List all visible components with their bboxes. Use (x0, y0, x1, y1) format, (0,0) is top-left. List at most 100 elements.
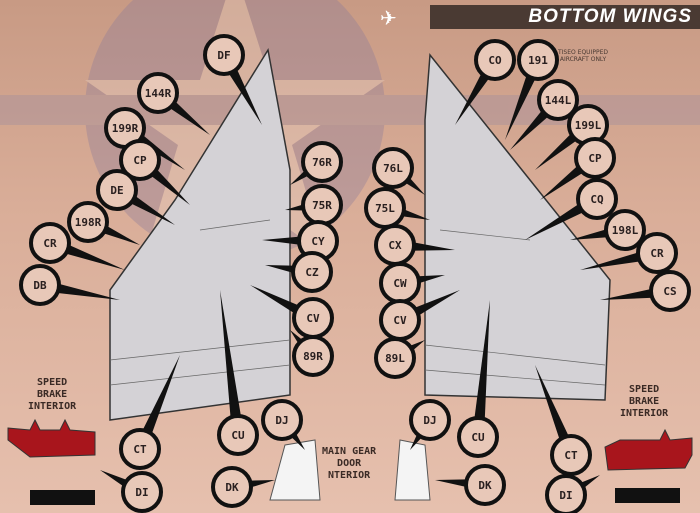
callout-circle (19, 264, 61, 306)
callout-label: CR (650, 247, 664, 260)
callout-circle (203, 34, 245, 76)
callout-circle (121, 471, 163, 513)
callout-label: DI (559, 489, 572, 502)
callout-label: 198R (75, 216, 102, 229)
callout-right-dj: DJ (409, 399, 451, 450)
caption-line: SPEED (37, 377, 68, 388)
callout-left-de: DE (96, 169, 175, 225)
callout-circle (464, 464, 506, 506)
callout-right-cp: CP (540, 137, 616, 200)
callout-label: CW (393, 277, 407, 290)
callout-circle (574, 137, 616, 179)
callout-label: 199L (575, 119, 602, 132)
callout-left-dj: DJ (261, 399, 305, 450)
callout-label: CR (43, 237, 57, 250)
left-wing (109, 47, 291, 421)
caption-line: NTERIOR (328, 470, 371, 481)
callout-circle (474, 39, 516, 81)
callout-right-co: CO (455, 39, 516, 125)
callout-label: 144L (545, 94, 572, 107)
callout-circle (576, 178, 618, 220)
decal-text-block-left (30, 490, 95, 505)
callout-right-cv: CV (379, 290, 460, 341)
callout-pointer (134, 355, 180, 452)
callout-right-cu: CU (457, 300, 499, 458)
callout-right-cr: CR (580, 232, 678, 274)
tiseo-note: TISEO EQUIPPED AIRCRAFT ONLY (558, 49, 608, 63)
callout-right-144l: 144L (510, 79, 579, 150)
callout-pointer (472, 300, 490, 438)
callout-circle (374, 337, 416, 379)
callout-left-db: DB (19, 264, 120, 306)
callout-label: CP (133, 154, 147, 167)
callout-circle (292, 335, 334, 377)
callout-label: CY (311, 235, 325, 248)
callout-right-89l: 89L (374, 337, 425, 379)
callout-label: 75L (375, 202, 395, 215)
callout-left-cr: CR (29, 222, 125, 270)
callout-right-198l: 198L (570, 209, 646, 251)
callout-label: 199R (112, 122, 139, 135)
callout-circle (96, 169, 138, 211)
callout-label: 89R (303, 350, 323, 363)
callout-label: 89L (385, 352, 405, 365)
caption-line: BRAKE (629, 396, 660, 407)
callout-label: CP (588, 152, 602, 165)
speed-brake-left (7, 418, 96, 458)
callout-circle (409, 399, 451, 441)
callout-label: CT (564, 449, 578, 462)
callout-left-cy: CY (262, 220, 339, 262)
caption-line: SPEED (629, 384, 660, 395)
callout-label: CV (393, 314, 407, 327)
callout-circle (517, 39, 559, 81)
callout-left-cu: CU (217, 290, 259, 456)
callout-left-dk: DK (211, 466, 275, 508)
callout-label: 76R (312, 156, 332, 169)
callout-circle (301, 141, 343, 183)
callout-right-199l: 199L (535, 104, 609, 170)
callout-label: CU (471, 431, 485, 444)
callout-circle (29, 222, 71, 264)
callout-label: DI (135, 486, 148, 499)
callout-right-di: DI (545, 474, 600, 513)
callout-label: 144R (145, 87, 172, 100)
callout-label: CU (231, 429, 245, 442)
callout-label: DF (217, 49, 230, 62)
caption-line: INTERIOR (620, 408, 669, 419)
callout-left-144r: 144R (137, 72, 210, 135)
speed-brake-right (604, 428, 693, 471)
callout-circle (119, 428, 161, 470)
callout-label: DE (110, 184, 123, 197)
main-gear-door-left (269, 439, 321, 501)
callout-circle (137, 72, 179, 114)
callout-label: CS (663, 285, 676, 298)
callout-circle (119, 139, 161, 181)
callout-right-76l: 76L (372, 147, 425, 195)
callout-circle (550, 434, 592, 476)
callout-label: DK (225, 481, 239, 494)
callout-circle (372, 147, 414, 189)
callout-circle (67, 201, 109, 243)
callout-right-75l: 75L (364, 187, 430, 229)
callout-pointer (535, 365, 577, 458)
callout-label: 76L (383, 162, 403, 175)
callout-label: 75R (312, 199, 332, 212)
callout-left-76r: 76R (290, 141, 343, 185)
jet-icon: ✈ (380, 6, 397, 30)
callout-label: CV (306, 312, 320, 325)
callout-label: CZ (305, 266, 319, 279)
callout-left-75r: 75R (285, 184, 343, 226)
callout-circle (545, 474, 587, 513)
callout-label: CT (133, 443, 147, 456)
callout-circle (211, 466, 253, 508)
title-banner: BOTTOM WINGS (430, 5, 700, 29)
callout-label: DB (33, 279, 47, 292)
callout-right-ct: CT (535, 365, 592, 476)
callout-right-cs: CS (600, 270, 691, 312)
callout-label: CQ (590, 193, 604, 206)
right-wing (424, 53, 611, 401)
speed-brake-caption-right: SPEED BRAKE INTERIOR (620, 384, 668, 420)
caption-line: DOOR (337, 458, 362, 469)
callout-label: DJ (423, 414, 436, 427)
